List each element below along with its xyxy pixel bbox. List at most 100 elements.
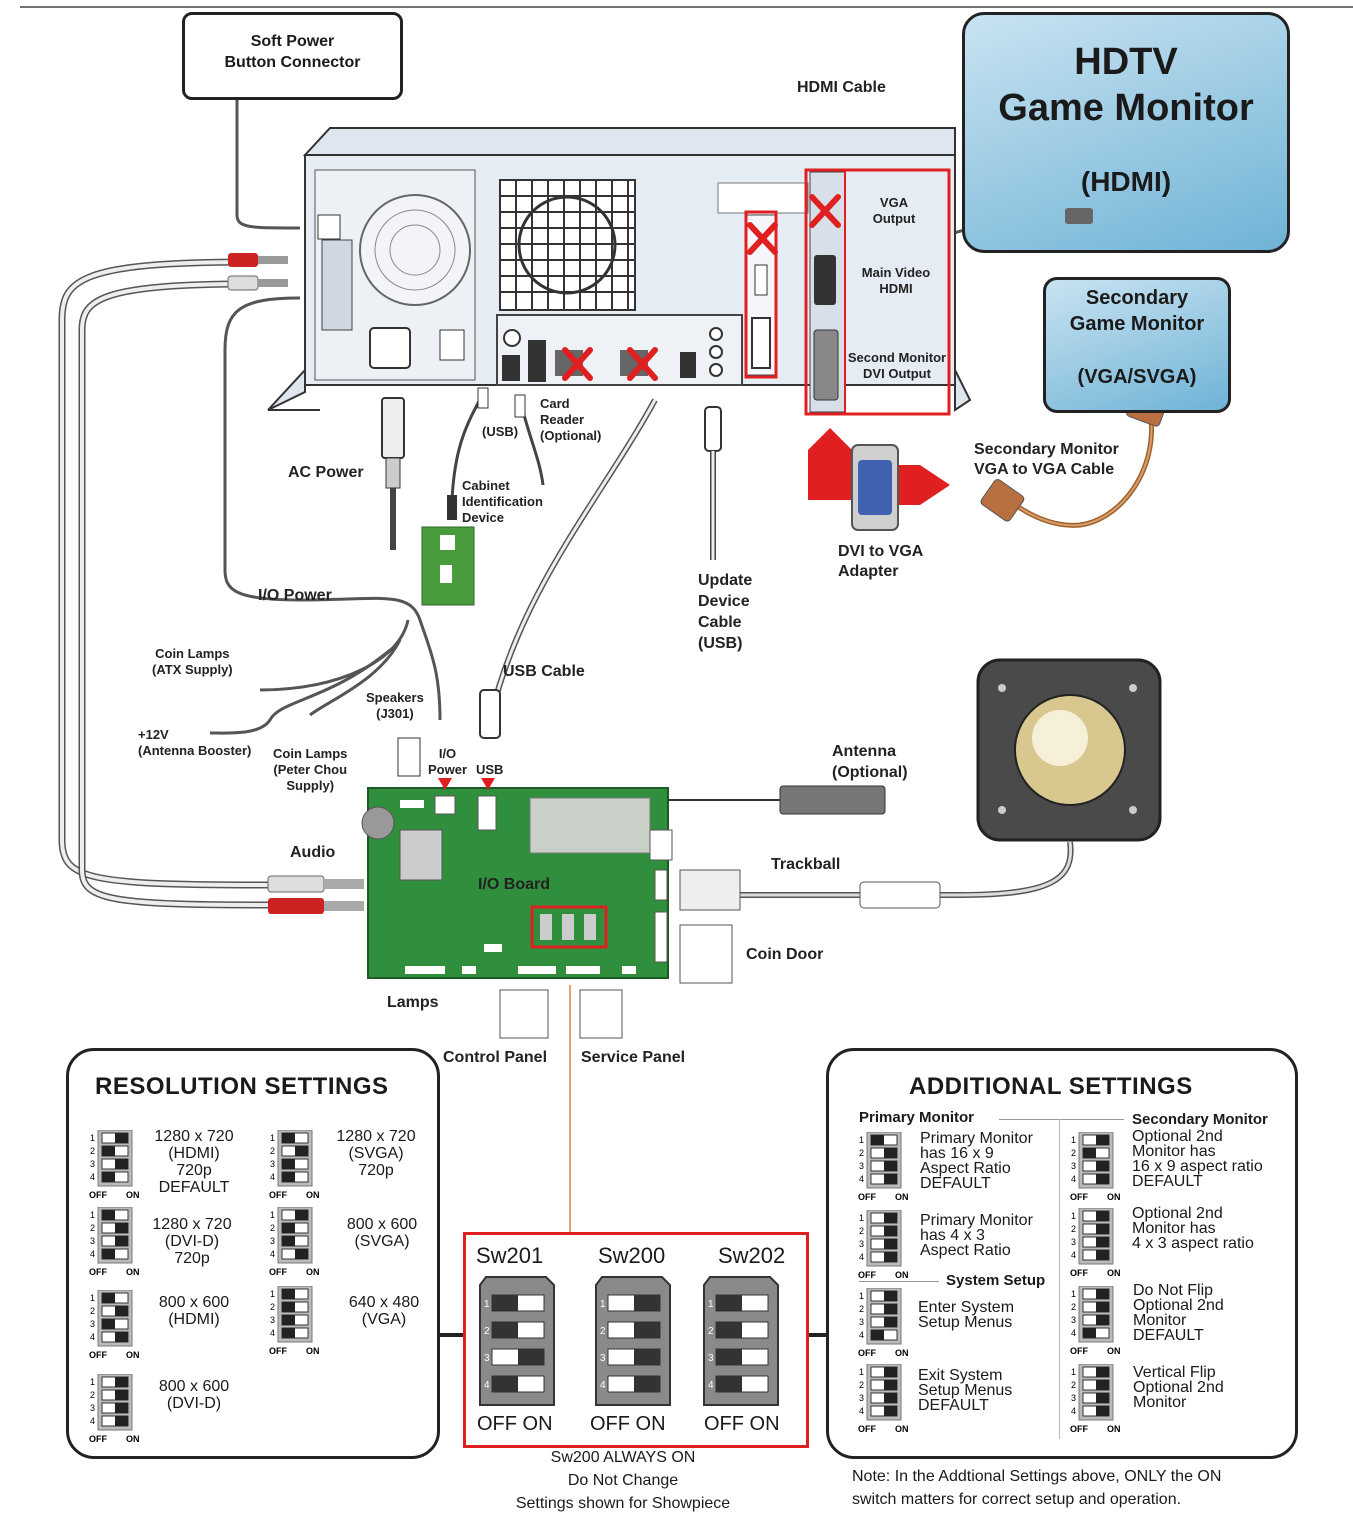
primary-dip-4-switch-3	[884, 1393, 897, 1403]
up-arrow	[808, 428, 852, 500]
resolution-dip-4-off-label: OFF	[269, 1267, 287, 1277]
secondary-dip-1-switch-2	[1083, 1148, 1096, 1158]
svg-text:1: 1	[484, 1299, 490, 1310]
antenna-label: Antenna (Optional)	[832, 741, 908, 783]
svg-text:3: 3	[708, 1353, 714, 1364]
card-reader-label: Card Reader (Optional)	[540, 396, 601, 444]
big-switches: 123412341234	[466, 1235, 806, 1445]
svg-text:4: 4	[270, 1249, 275, 1259]
svg-text:1: 1	[90, 1293, 95, 1303]
io-power-label: I/O Power	[258, 586, 332, 606]
resolution-dip-6-off-label: OFF	[269, 1346, 287, 1356]
resolution-dip-5-on-label: ON	[126, 1350, 140, 1360]
secondary-monitor-title-2: Game Monitor	[1046, 312, 1228, 336]
resolution-dip-7: 1234OFFON	[88, 1374, 146, 1446]
secondary-dip-2-switch-4	[1096, 1250, 1109, 1260]
primary-dip-3: 1234OFFON	[857, 1288, 915, 1360]
trackball-label: Trackball	[771, 855, 840, 875]
svg-text:1: 1	[859, 1367, 864, 1377]
svg-text:4: 4	[90, 1172, 95, 1182]
resolution-option-2: 1280 x 720 (SVGA) 720p	[328, 1128, 424, 1179]
cabinet-id-label: Cabinet Identification Device	[462, 478, 543, 526]
svg-text:3: 3	[270, 1315, 275, 1325]
svg-text:2: 2	[90, 1223, 95, 1233]
svg-text:4: 4	[859, 1330, 864, 1340]
svg-text:4: 4	[1071, 1328, 1076, 1338]
resolution-option-5: 800 x 600 (HDMI)	[146, 1294, 242, 1328]
svg-text:3: 3	[859, 1317, 864, 1327]
resolution-dip-3-switch-1	[102, 1210, 115, 1220]
primary-dip-4-switch-4	[884, 1406, 897, 1416]
secondary-dip-4-switch-3	[1096, 1393, 1109, 1403]
svg-text:4: 4	[90, 1332, 95, 1342]
svg-text:1: 1	[270, 1133, 275, 1143]
secondary-dip-2: 1234OFFON	[1069, 1208, 1127, 1280]
svg-text:1: 1	[1071, 1289, 1076, 1299]
soft-power-label: Soft Power Button Connector	[185, 31, 400, 73]
io-board-label: I/O Board	[478, 875, 550, 895]
io-power-port-label: I/O Power	[428, 746, 467, 778]
svg-text:2: 2	[484, 1326, 490, 1337]
additional-settings-note: Note: In the Addtional Settings above, O…	[852, 1465, 1292, 1511]
svg-text:2: 2	[1071, 1302, 1076, 1312]
svg-text:3: 3	[1071, 1393, 1076, 1403]
primary-dip-1-off-label: OFF	[858, 1192, 876, 1202]
hdtv-monitor-title-2: Game Monitor	[965, 85, 1287, 131]
svg-text:2: 2	[90, 1146, 95, 1156]
vga-output-label: VGA Output	[850, 195, 938, 227]
svg-text:3: 3	[484, 1353, 490, 1364]
primary-option-4: Exit System Setup Menus DEFAULT	[918, 1368, 1012, 1413]
lamps-label: Lamps	[387, 993, 439, 1013]
secondary-dip-3: 1234OFFON	[1069, 1286, 1127, 1358]
secondary-monitor-header: Secondary Monitor	[1132, 1111, 1268, 1128]
resolution-dip-1-switch-1	[115, 1133, 128, 1143]
resolution-option-6: 640 x 480 (VGA)	[336, 1294, 432, 1328]
svg-text:1: 1	[600, 1299, 606, 1310]
resolution-dip-3-switch-4	[102, 1249, 115, 1259]
resolution-dip-4-switch-2	[282, 1223, 295, 1233]
resolution-dip-7-off-label: OFF	[89, 1434, 107, 1444]
secondary-dip-2-switch-2	[1096, 1224, 1109, 1234]
secondary-option-1: Optional 2nd Monitor has 16 x 9 aspect r…	[1132, 1129, 1263, 1189]
secondary-dip-3-switch-3	[1096, 1315, 1109, 1325]
secondary-dip-4-on-label: ON	[1107, 1424, 1121, 1434]
dip-switch-1-toggle-1	[492, 1295, 518, 1311]
resolution-dip-2-off-label: OFF	[269, 1190, 287, 1200]
primary-dip-1: 1234OFFON	[857, 1132, 915, 1204]
speakers-label: Speakers (J301)	[366, 690, 424, 722]
coin-lamps-atx-label: Coin Lamps (ATX Supply)	[152, 646, 233, 678]
svg-text:3: 3	[90, 1236, 95, 1246]
svg-text:1: 1	[1071, 1211, 1076, 1221]
hdtv-monitor-box: HDTV Game Monitor (HDMI)	[962, 12, 1290, 253]
svg-text:2: 2	[90, 1306, 95, 1316]
dip-switch-3-toggle-2	[716, 1322, 742, 1338]
svg-text:4: 4	[1071, 1250, 1076, 1260]
resolution-dip-5-switch-4	[115, 1332, 128, 1342]
primary-dip-3-switch-2	[884, 1304, 897, 1314]
dip-switch-panel: Sw201 Sw200 Sw202 OFF ON OFF ON OFF ON 1…	[463, 1232, 809, 1448]
audio-plug-red	[228, 253, 258, 267]
resolution-dip-2-switch-4	[282, 1172, 295, 1182]
resolution-dip-7-switch-3	[115, 1403, 128, 1413]
svg-text:2: 2	[1071, 1148, 1076, 1158]
resolution-dip-3-switch-3	[115, 1236, 128, 1246]
svg-text:3: 3	[1071, 1237, 1076, 1247]
primary-dip-2-switch-1	[884, 1213, 897, 1223]
resolution-dip-1-on-label: ON	[126, 1190, 140, 1200]
svg-text:3: 3	[859, 1239, 864, 1249]
secondary-option-2: Optional 2nd Monitor has 4 x 3 aspect ra…	[1132, 1206, 1254, 1251]
svg-text:4: 4	[708, 1380, 714, 1391]
main-video-label: Main Video HDMI	[850, 265, 942, 297]
svg-text:2: 2	[1071, 1380, 1076, 1390]
dip-switch-2-toggle-2	[634, 1322, 660, 1338]
svg-text:3: 3	[90, 1159, 95, 1169]
audio-label: Audio	[290, 843, 335, 863]
svg-text:2: 2	[859, 1304, 864, 1314]
coin-door-connector	[680, 925, 732, 983]
resolution-dip-3-switch-2	[115, 1223, 128, 1233]
dip-switch-1-toggle-3	[518, 1349, 544, 1365]
secondary-dip-1-switch-4	[1096, 1174, 1109, 1184]
resolution-dip-2-switch-2	[295, 1146, 308, 1156]
